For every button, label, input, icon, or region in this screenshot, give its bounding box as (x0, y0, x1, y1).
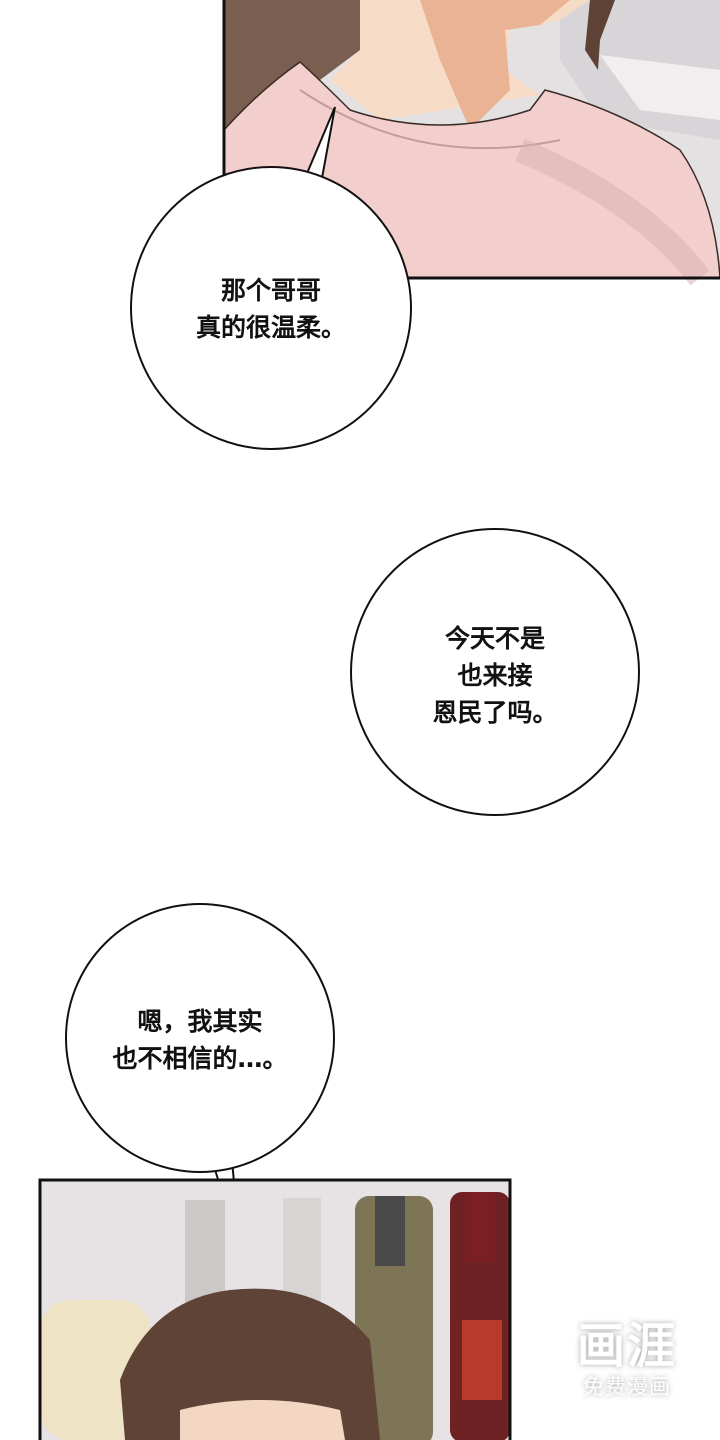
bubble-2-line-1: 今天不是 (444, 624, 545, 653)
bubble-3-line-2: 也不相信的…。 (112, 1044, 288, 1073)
watermark-logo: 画涯 (576, 1318, 677, 1374)
bubble-2-line-3: 恩民了吗。 (432, 698, 558, 727)
bubble-1-line-1: 那个哥哥 (220, 276, 321, 305)
bubble-1-text: 那个哥哥 真的很温柔。 (141, 272, 401, 346)
panel-2 (38, 1178, 512, 1440)
bubble-1-line-2: 真的很温柔。 (195, 313, 346, 342)
speech-bubble-1 (130, 106, 412, 450)
bubble-2-text: 今天不是 也来接 恩民了吗。 (365, 620, 625, 731)
bubble-2-line-2: 也来接 (457, 661, 533, 690)
watermark-subtitle: 免费漫画 (583, 1375, 671, 1399)
speech-bubble-2 (350, 528, 640, 816)
watermark: 画涯 免费漫画 (562, 1318, 692, 1400)
bubble-3-text: 嗯，我其实 也不相信的…。 (70, 1003, 330, 1077)
bubble-3-line-1: 嗯，我其实 (137, 1007, 263, 1036)
